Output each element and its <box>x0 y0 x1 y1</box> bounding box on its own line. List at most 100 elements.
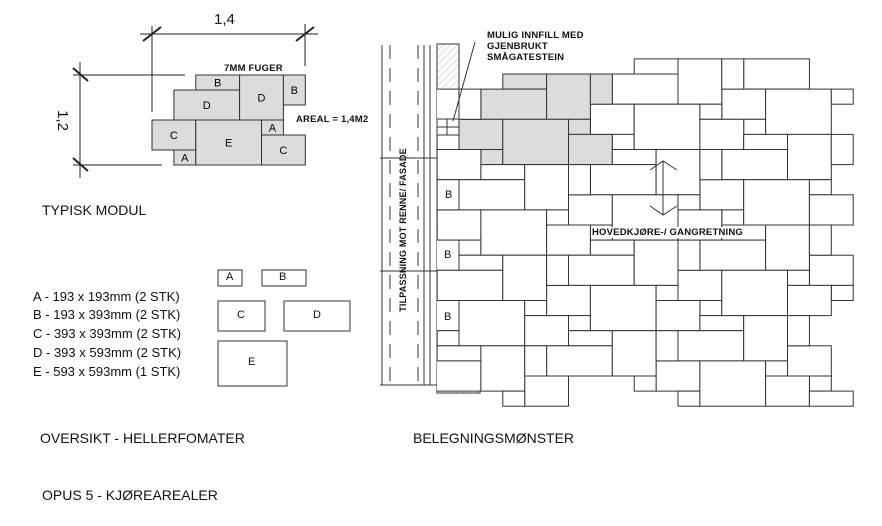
paving-stone <box>677 58 723 105</box>
legend-samples <box>217 269 351 387</box>
paving-stone <box>699 103 723 120</box>
paving-stone <box>808 375 832 392</box>
paving-stone <box>480 164 526 181</box>
paving-stone <box>808 179 832 196</box>
module-piece-label: D <box>203 100 211 112</box>
paving-stone <box>546 284 591 317</box>
paving-stone <box>393 361 415 391</box>
paving-stone <box>808 194 854 226</box>
paving-stone <box>743 58 810 90</box>
infill-note-line: SMÅGATESTEIN <box>487 52 565 63</box>
paving-pattern <box>393 58 854 407</box>
module-piece-label: C <box>279 145 287 157</box>
paving-stone <box>808 224 832 256</box>
paving-stone <box>437 345 482 362</box>
paving-stone <box>524 300 548 317</box>
sample-label-e: E <box>248 356 256 368</box>
paving-stone <box>808 390 854 407</box>
paving-stone <box>437 269 438 301</box>
paving-stone <box>589 73 613 105</box>
paving-stone <box>699 149 723 181</box>
paving-stone <box>458 300 526 347</box>
paving-stone <box>677 194 701 211</box>
paving-stone <box>699 239 767 271</box>
paving-stone <box>677 269 723 301</box>
module-title: TYPISK MODUL <box>42 202 147 218</box>
paving-stone <box>765 360 788 377</box>
module-piece-label: B <box>214 78 221 90</box>
paving-stone <box>546 209 569 226</box>
paving-stone <box>524 164 570 211</box>
paving-stone <box>589 284 657 332</box>
paving-stone <box>437 133 460 150</box>
paving-stone <box>458 179 526 211</box>
paving-stone <box>437 149 482 181</box>
paving-stone <box>699 315 745 332</box>
leader-line <box>452 41 476 122</box>
paving-stone <box>787 284 832 317</box>
paving-stone <box>437 330 438 362</box>
paving-stone <box>437 300 460 332</box>
paving-stone <box>546 345 613 377</box>
direction-label: HOVEDKJØRE-/ GANGRETNING <box>591 227 745 238</box>
edge-piece-label: B <box>445 189 453 201</box>
paving-stone <box>633 375 657 392</box>
edge-strip-label: TILPASSNING MOT RENNE/ FASADE <box>398 148 408 312</box>
paving-stone <box>458 88 482 120</box>
paving-stone <box>765 88 832 135</box>
paving-stone <box>808 254 854 286</box>
paving-stone <box>437 209 482 241</box>
legend-item: B - 193 x 393mm (2 STK) <box>33 307 181 322</box>
paving-stone <box>765 375 810 407</box>
paving-stone <box>611 330 657 377</box>
paving-stone <box>568 118 591 135</box>
paving-stone <box>721 269 788 317</box>
paving-stone <box>524 375 570 407</box>
sample-label-b: B <box>279 271 287 283</box>
paving-stone <box>611 133 635 150</box>
paving-stone <box>480 345 526 392</box>
paving-stone <box>830 88 854 105</box>
paving-stone <box>589 103 635 135</box>
paving-stone <box>743 315 789 362</box>
module-piece-label: B <box>291 85 298 97</box>
paving-stone <box>524 345 548 377</box>
paving-stone <box>677 330 745 362</box>
paving-stone <box>655 360 701 392</box>
paving-stone <box>787 133 832 181</box>
legend-item: C - 393 x 393mm (2 STK) <box>33 326 182 341</box>
paving-stone <box>437 224 438 241</box>
paving-stone <box>721 149 788 181</box>
paving-stone <box>787 345 832 377</box>
paving-stone <box>589 239 635 256</box>
paving-stone <box>524 315 570 347</box>
paving-stone <box>699 179 745 211</box>
paving-stone <box>699 118 745 151</box>
paving-stone <box>655 330 679 362</box>
module-piece <box>195 119 262 166</box>
paving-stone <box>721 58 745 90</box>
module-piece-label: E <box>225 138 232 150</box>
direction-arrow-icon <box>649 160 678 216</box>
module-piece <box>261 134 306 166</box>
module-piece <box>282 74 306 106</box>
paving-stone <box>830 284 854 301</box>
paving-stone <box>568 330 613 347</box>
module-piece-label: A <box>269 123 277 135</box>
paving-stone <box>458 239 482 256</box>
edge-piece-label: B <box>444 311 452 323</box>
paving-stone <box>568 194 613 226</box>
paving-stone <box>677 239 701 271</box>
paving-stone <box>743 179 810 226</box>
legend-item: A - 193 x 193mm (2 STK) <box>33 289 180 304</box>
paving-stone <box>721 209 745 226</box>
edge-piece-label: B <box>444 249 452 261</box>
footer-title: OPUS 5 - KJØREAREALER <box>42 487 218 503</box>
infill-cells <box>436 118 460 136</box>
paving-stone <box>546 254 569 286</box>
paving-stone <box>787 315 810 347</box>
paving-stone <box>458 118 504 151</box>
paving-stone <box>611 73 679 105</box>
paving-stone <box>830 133 854 166</box>
